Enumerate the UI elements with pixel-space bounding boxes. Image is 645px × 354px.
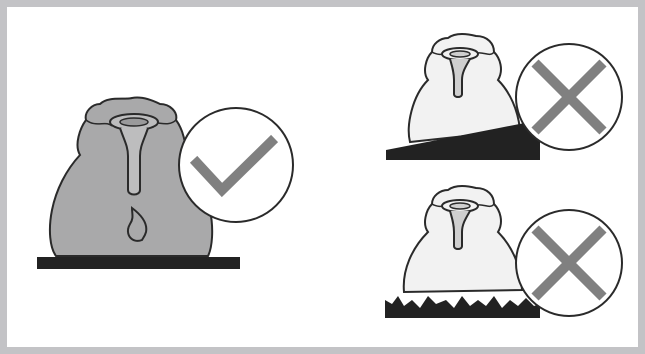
wrong-uneven-panel xyxy=(385,186,622,318)
flat-surface xyxy=(37,257,240,269)
appliance-incline xyxy=(409,34,520,142)
cross-icon xyxy=(516,44,622,150)
uneven-surface xyxy=(385,296,540,318)
checkmark-icon xyxy=(179,108,293,222)
appliance-uneven xyxy=(404,186,522,292)
correct-usage-panel xyxy=(37,97,293,269)
cross-icon xyxy=(516,210,622,316)
wrong-incline-panel xyxy=(386,34,622,160)
